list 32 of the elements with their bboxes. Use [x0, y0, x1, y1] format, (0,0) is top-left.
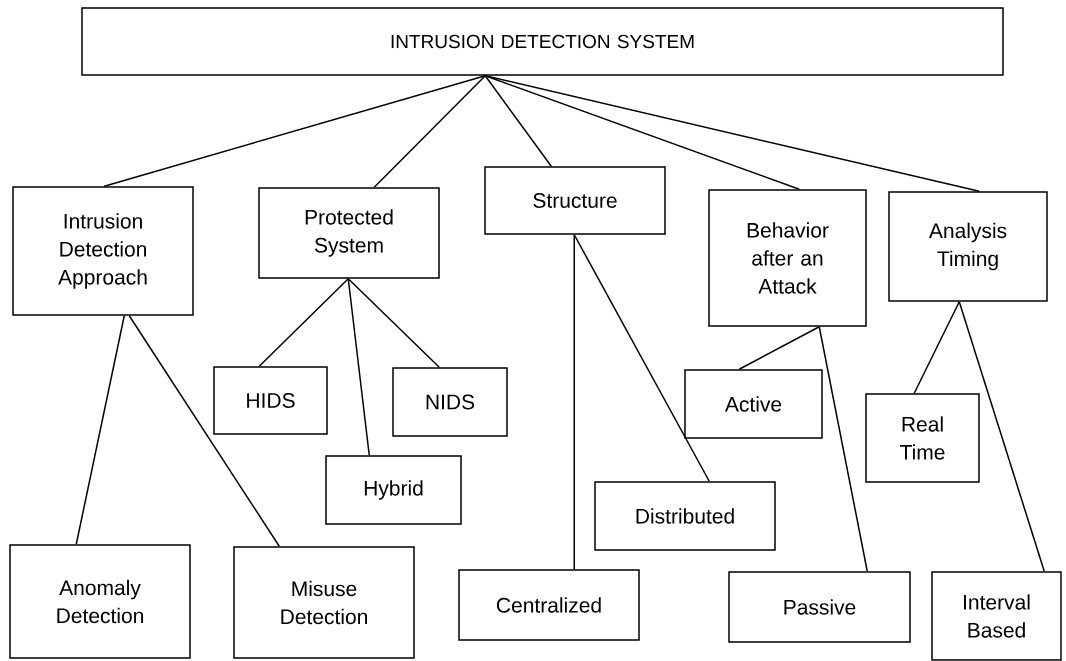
connector-line [573, 234, 575, 570]
category-box: Centralized [458, 569, 640, 641]
category-box: NIDS [392, 367, 508, 437]
category-box: Analysis Timing [888, 191, 1048, 302]
connector-line [573, 234, 710, 482]
category-box: Passive [728, 571, 911, 643]
connector-line [347, 278, 370, 456]
category-box: Anomaly Detection [9, 544, 191, 659]
title-box: INTRUSION DETECTION SYSTEM [81, 7, 1004, 76]
connector-line [913, 301, 960, 394]
category-box: Active [684, 369, 823, 439]
category-box: Distributed [594, 481, 776, 551]
category-box: Intrusion Detection Approach [12, 186, 194, 316]
category-box: Interval Based [931, 571, 1062, 661]
connector-line [738, 326, 820, 370]
category-box: Real Time [865, 393, 980, 483]
connector-line [484, 75, 552, 167]
connector-line [128, 315, 280, 547]
connector-line [347, 278, 440, 368]
connector-line [373, 75, 486, 188]
connector-line [103, 75, 486, 187]
connector-line [75, 315, 125, 545]
category-box: Protected System [258, 187, 440, 279]
category-box: Behavior after an Attack [708, 189, 867, 327]
connector-line [258, 278, 349, 367]
category-box: Structure [484, 166, 666, 235]
connector-line [958, 301, 1045, 572]
connector-line [484, 75, 980, 192]
category-box: Misuse Detection [233, 546, 415, 659]
connector-line [818, 326, 868, 572]
category-box: HIDS [213, 366, 328, 435]
category-box: Hybrid [325, 455, 462, 525]
